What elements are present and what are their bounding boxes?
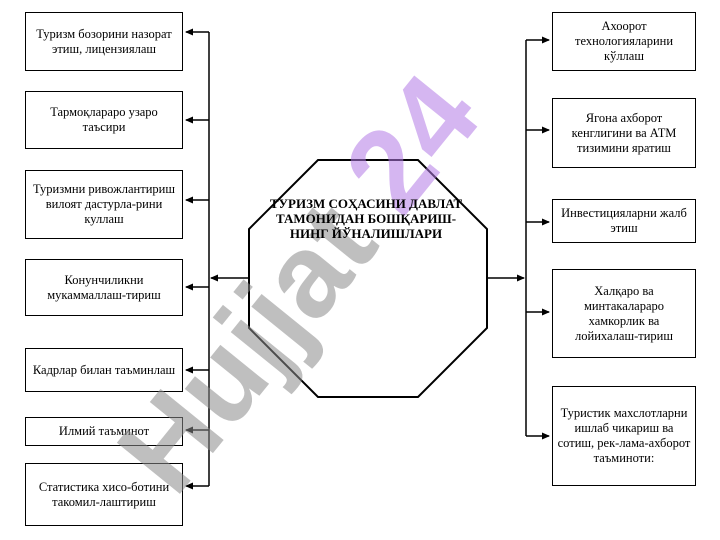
left-box-label: Туризм бозорини назорат этиш, лицензияла… — [36, 26, 172, 56]
right-box-tourist-products: Туристик махслотларни ишлаб чикариш ва с… — [552, 386, 696, 486]
center-title: ТУРИЗМ СОҲАСИНИ ДАВЛАТ ТАМОНИДАН БОШҚАРИ… — [269, 196, 463, 241]
center-octagon — [248, 159, 488, 398]
left-box-label: Туризмни ривожлантириш вилоят дастурла-р… — [33, 182, 175, 226]
left-box-intersectoral: Тармоқлараро узаро таъсири — [25, 91, 183, 149]
right-box-label: Ягона ахборот кенглигини ва АТМ тизимини… — [571, 110, 677, 155]
left-box-label: Кадрлар билан таъминлаш — [32, 362, 176, 377]
left-box-statistics: Статистика хисо-ботини такомил-лаштириш — [25, 463, 183, 526]
left-box-label: Конунчиликни мукаммаллаш-тириш — [47, 272, 161, 302]
right-box-cooperation: Халқаро ва минтакалараро хамкорлик ва ло… — [552, 269, 696, 358]
left-box-regional-programs: Туризмни ривожлантириш вилоят дастурла-р… — [25, 170, 183, 239]
left-box-licensing: Туризм бозорини назорат этиш, лицензияла… — [25, 12, 183, 71]
right-box-info-space: Ягона ахборот кенглигини ва АТМ тизимини… — [552, 98, 696, 168]
right-box-label: Халқаро ва минтакалараро хамкорлик ва ло… — [575, 283, 673, 343]
right-box-info-tech: Ахоорот технологияларини кўллаш — [552, 12, 696, 71]
left-box-label: Илмий таъминот — [58, 424, 150, 438]
right-box-label: Ахоорот технологияларини кўллаш — [574, 19, 674, 63]
left-box-science: Илмий таъминот — [25, 417, 183, 446]
right-box-investment: Инвестицияларни жалб этиш — [552, 199, 696, 243]
left-box-legislation: Конунчиликни мукаммаллаш-тириш — [25, 259, 183, 316]
left-box-personnel: Кадрлар билан таъминлаш — [25, 348, 183, 392]
left-box-label: Статистика хисо-ботини такомил-лаштириш — [38, 479, 170, 509]
left-box-label: Тармоқлараро узаро таъсири — [50, 105, 158, 134]
right-box-label: Инвестицияларни жалб этиш — [561, 206, 687, 235]
right-box-label: Туристик махслотларни ишлаб чикариш ва с… — [557, 406, 691, 465]
